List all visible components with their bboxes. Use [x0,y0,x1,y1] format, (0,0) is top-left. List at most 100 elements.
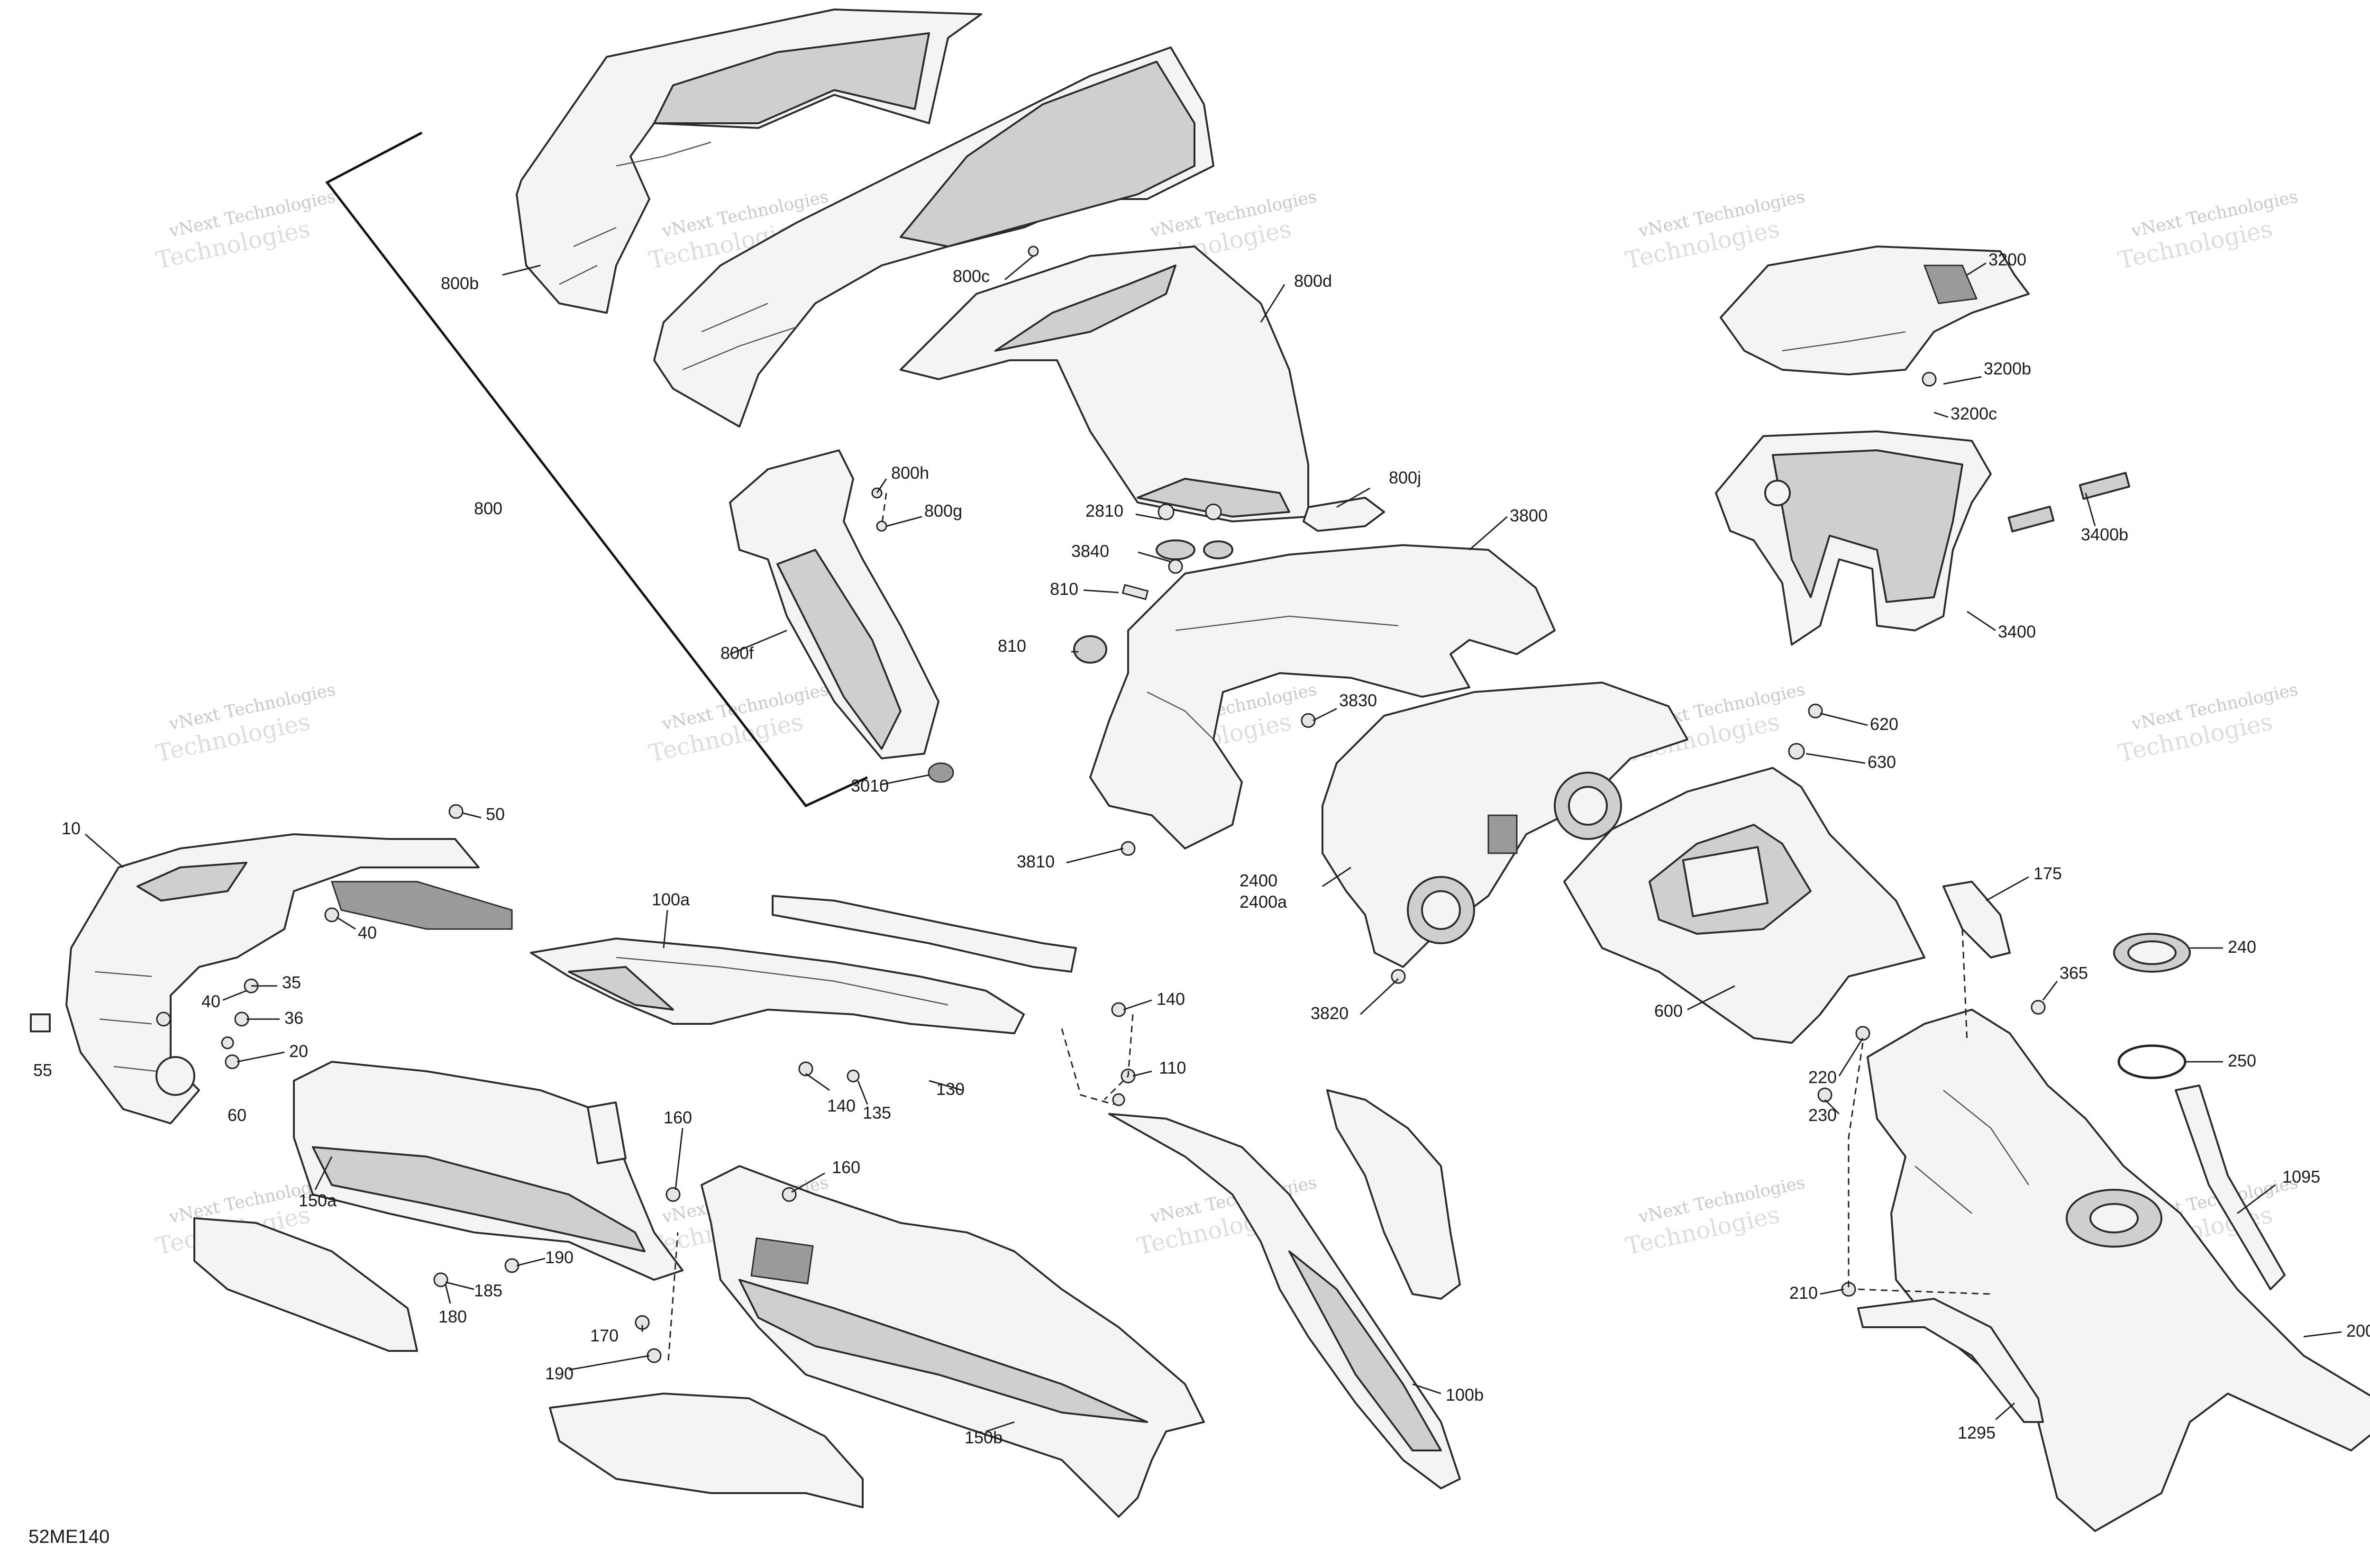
callout-1295: 1295 [1958,1423,1996,1442]
leader-lines [85,255,2342,1432]
watermark: vNext Technologies Technologies [647,680,830,767]
callout-3840: 3840 [1071,541,1109,561]
switch-55 [30,1013,51,1032]
callout-2400a: 2400a [1240,892,1287,912]
support-3800 [1089,544,1556,849]
callout-60: 60 [228,1105,246,1125]
callout-20: 20 [289,1041,308,1061]
pad-3400b [2007,472,2131,533]
callout-3820: 3820 [1311,1003,1349,1023]
seal-250 [2117,1044,2187,1079]
callout-160b: 160 [832,1158,860,1177]
side-panel-150b [701,1165,1205,1518]
callout-100b: 100b [1446,1385,1484,1404]
panel-800d [900,246,1309,522]
headlight-2400 [1322,682,1688,968]
callout-110: 110 [1159,1058,1186,1077]
callout-800d: 800d [1294,271,1332,291]
trim-1095 [2175,1085,2286,1290]
callout-3810: 3810 [1017,852,1055,871]
callout-36: 36 [284,1008,303,1028]
trim-1295 [1857,1298,2044,1423]
callout-2810: 2810 [1085,501,1123,520]
callout-810a: 810 [1050,579,1078,599]
callout-800b: 800b [441,273,479,293]
side-panel-100a [530,938,1025,1034]
callout-810b: 810 [998,636,1026,656]
watermark: vNext Technologies Technologies [1623,187,1807,274]
callout-160a: 160 [664,1108,692,1127]
callout-3800: 3800 [1510,506,1548,525]
panel-800f [729,449,939,759]
callout-185: 185 [474,1281,502,1300]
callout-3200: 3200 [1988,250,2026,269]
callout-230: 230 [1808,1105,1837,1125]
lid-3200 [1720,246,2030,375]
assembly-dashes [667,492,1991,1361]
callout-800f: 800f [720,643,754,663]
strip-upper [772,895,1077,973]
callout-40b: 40 [201,992,220,1011]
grommet-3010 [928,762,954,783]
callout-170: 170 [590,1326,619,1345]
callout-40a: 40 [358,923,377,942]
callout-140a: 140 [1157,989,1185,1009]
ring-240 [2113,933,2191,973]
watermark: vNext Technologies Technologies [154,680,337,767]
callout-630: 630 [1868,752,1896,772]
callout-135: 135 [863,1103,891,1122]
panel-800j [1303,497,1385,532]
cover-600 [1563,767,1925,1044]
callout-620: 620 [1870,714,1898,734]
callout-3400b: 3400b [2081,525,2128,544]
callout-800c: 800c [953,266,990,286]
callout-190b: 190 [545,1364,574,1383]
trim-150b-lower [549,1393,864,1508]
callout-800j: 800j [1389,468,1421,487]
panel-800b [516,9,982,314]
callout-130: 130 [936,1079,965,1099]
callout-3200b: 3200b [1984,359,2031,378]
panel-800c [653,46,1214,428]
trim-100b-upper [1326,1089,1461,1300]
bin-3400 [1715,430,1992,646]
callout-250: 250 [2228,1051,2256,1070]
callout-365: 365 [2060,963,2088,983]
callout-150b: 150b [965,1428,1003,1447]
group-bracket-800 [325,131,868,808]
callout-800g: 800g [924,501,962,520]
callout-190a: 190 [545,1248,574,1267]
side-panel-150a [293,1061,684,1281]
watermark: vNext Technologies Technologies [154,187,337,274]
side-panel-100b [1108,1113,1461,1489]
callout-3830: 3830 [1339,691,1377,710]
callout-240: 240 [2228,937,2256,957]
callout-200: 200 [2346,1321,2370,1340]
callout-175: 175 [2033,864,2062,883]
callout-labels: 800b 800c 800d 800 800h 800g 800f 800j 3… [33,250,2370,1447]
fascia-10 [65,833,513,1124]
callout-35: 35 [282,973,301,992]
callout-1095: 1095 [2282,1167,2320,1186]
callout-180: 180 [438,1307,467,1326]
callout-2400: 2400 [1240,871,1277,890]
watermark: vNext Technologies Technologies [2116,680,2300,767]
callout-220: 220 [1808,1067,1837,1087]
callout-50: 50 [486,804,505,824]
callout-3010: 3010 [851,776,889,795]
tank-cover-200 [1867,1009,2370,1532]
callout-600: 600 [1654,1001,1683,1021]
callout-100a: 100a [652,890,690,909]
callout-150a: 150a [299,1191,337,1210]
callout-55: 55 [33,1060,52,1080]
callout-3400: 3400 [1998,622,2036,641]
callout-3200c: 3200c [1951,404,1997,423]
diagram-code: 52ME140 [28,1526,109,1547]
watermark: vNext Technologies Technologies [1623,1173,1807,1260]
watermark: vNext Technologies Technologies [2116,187,2300,274]
callout-140b: 140 [827,1096,856,1115]
trim-150a-lower [193,1217,418,1352]
callout-10: 10 [62,819,81,838]
callout-800: 800 [474,499,502,518]
